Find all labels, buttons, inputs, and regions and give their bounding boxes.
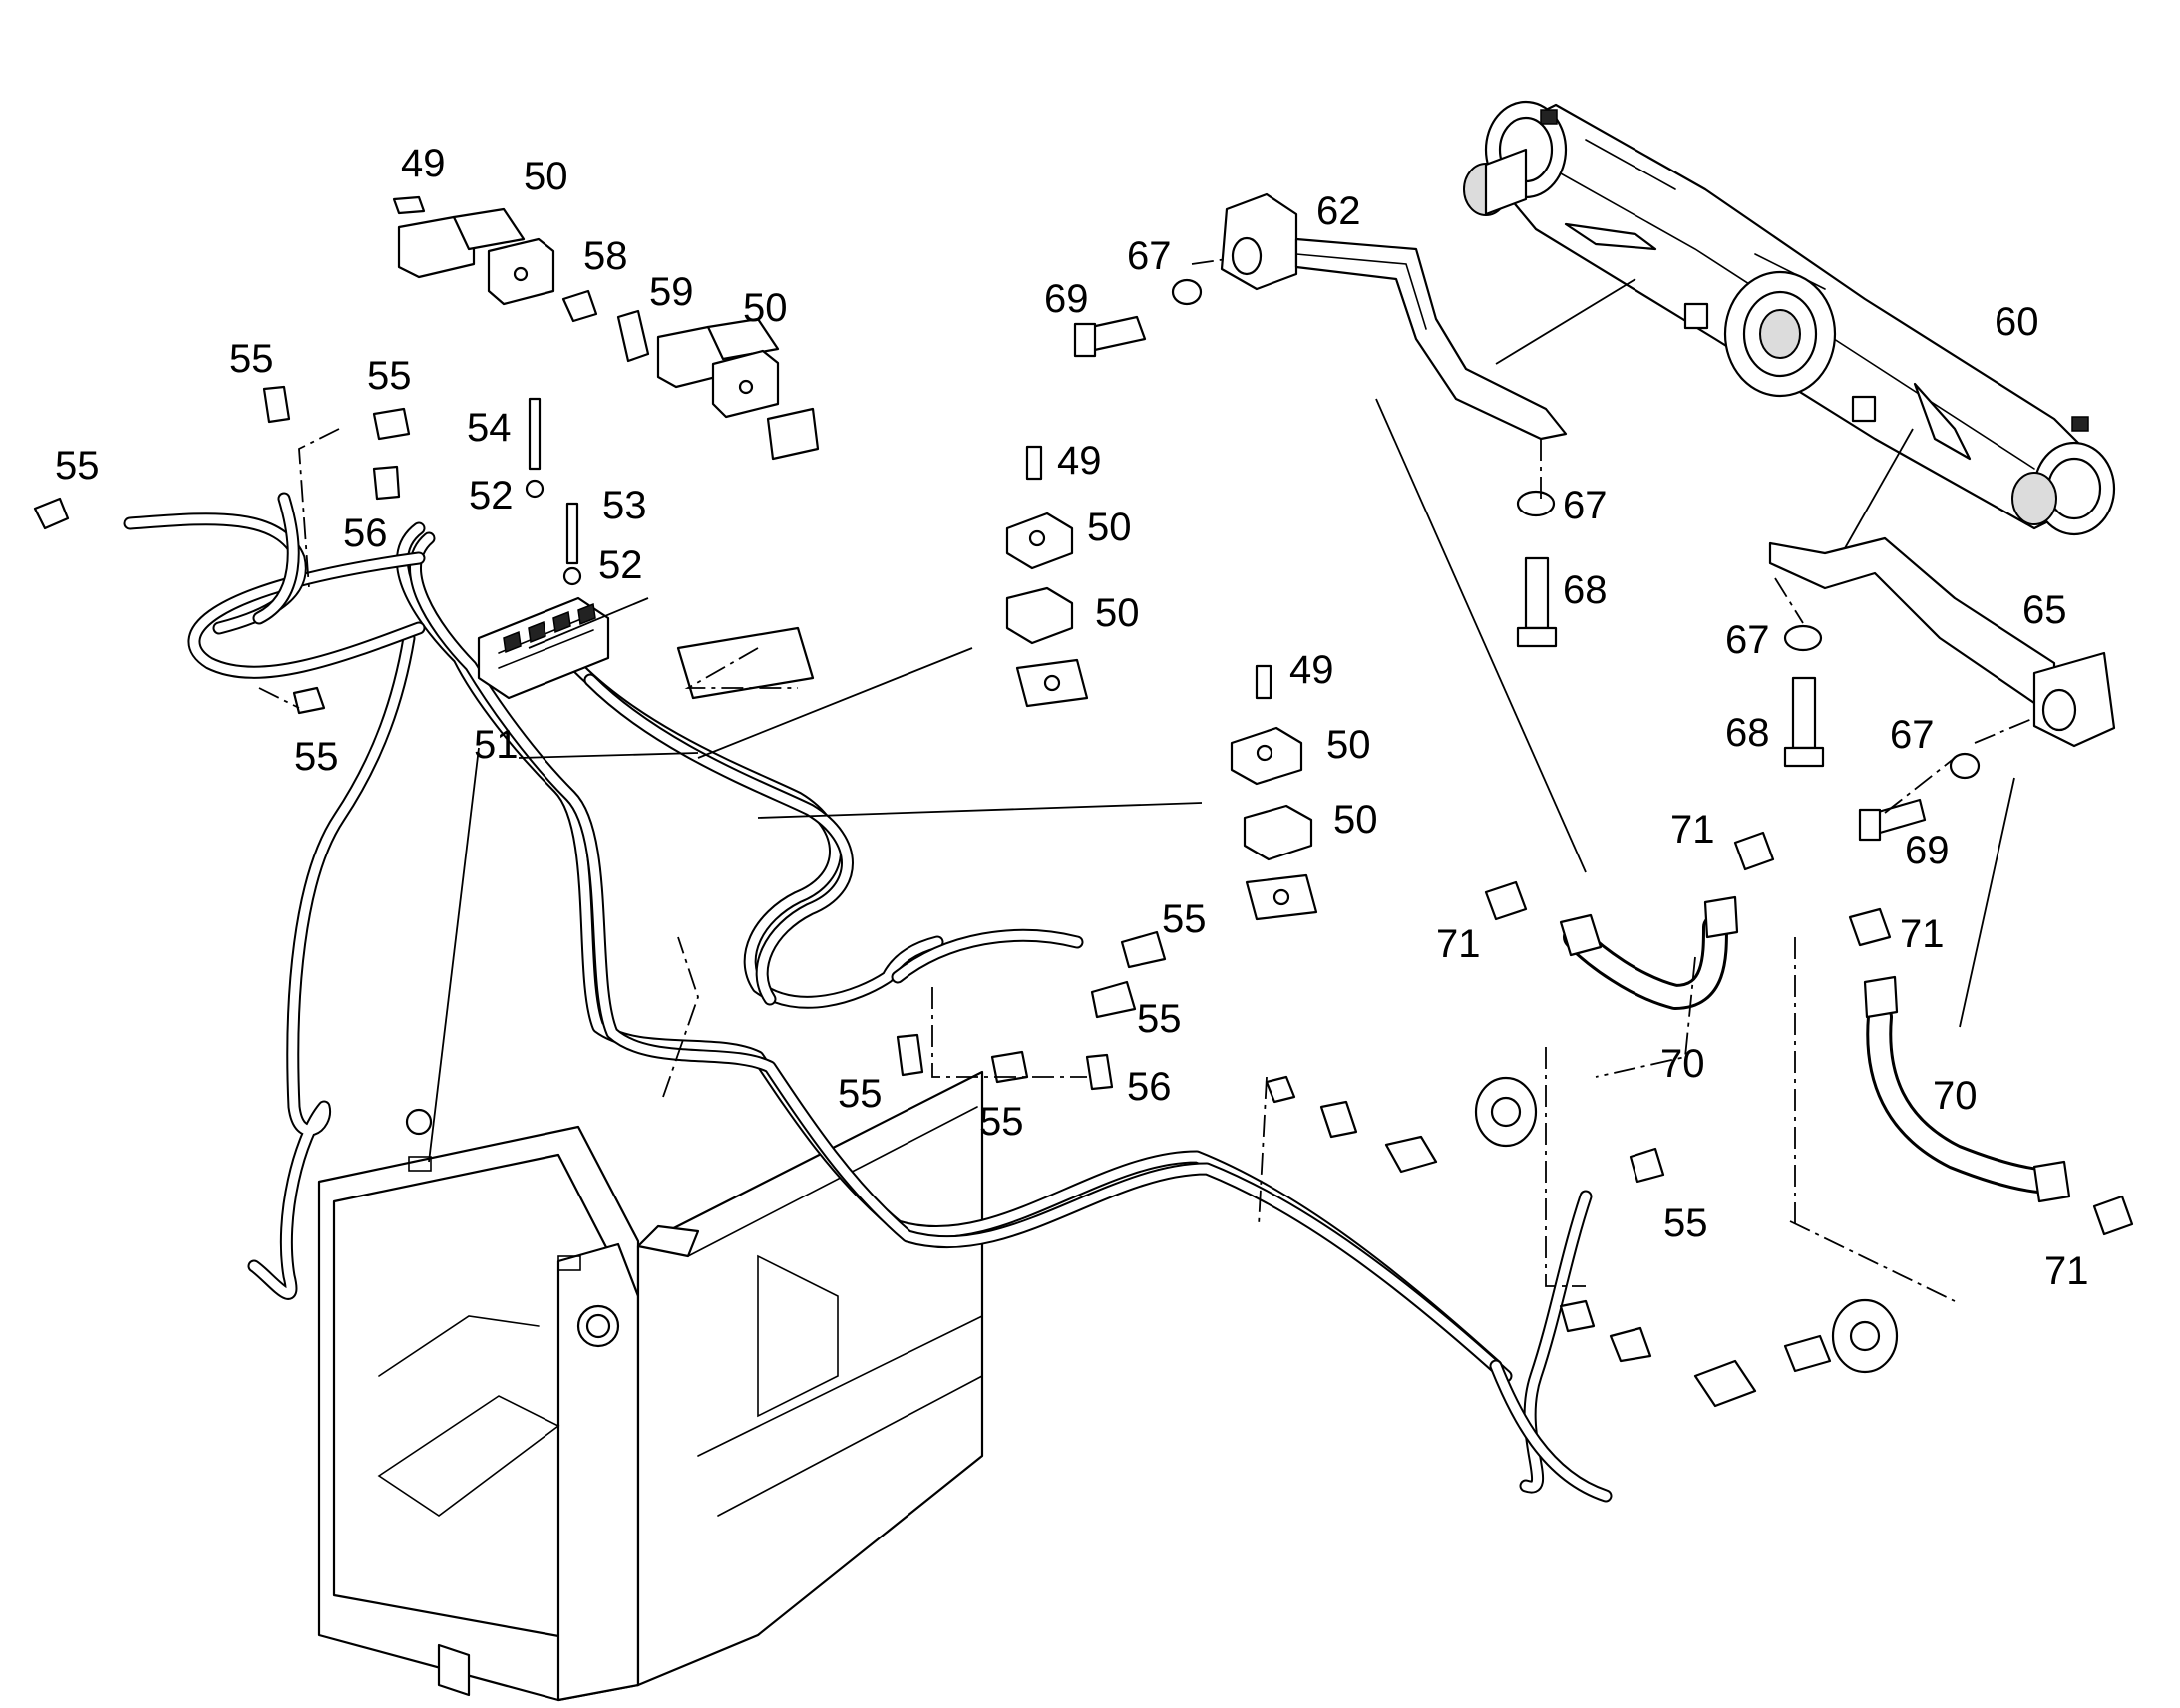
callout-55: 55 xyxy=(367,354,412,398)
callout-68: 68 xyxy=(1563,568,1608,612)
callout-69: 69 xyxy=(1044,277,1089,321)
callout-50: 50 xyxy=(1333,798,1378,842)
callout-56: 56 xyxy=(343,512,388,555)
callout-50: 50 xyxy=(1087,506,1132,549)
callout-67: 67 xyxy=(1725,618,1770,662)
callout-71: 71 xyxy=(1670,808,1715,852)
callout-55: 55 xyxy=(55,444,100,488)
bolts-and-washers xyxy=(525,278,1981,842)
callout-71: 71 xyxy=(1900,912,1945,956)
callout-52: 52 xyxy=(469,474,514,517)
callout-68: 68 xyxy=(1725,711,1770,755)
callout-55: 55 xyxy=(838,1072,883,1116)
axle-60 xyxy=(1463,100,2116,536)
distributor-block xyxy=(477,596,610,700)
clamp-set-right xyxy=(1230,664,1318,921)
callout-67: 67 xyxy=(1127,234,1172,278)
callout-49: 49 xyxy=(401,142,446,185)
callout-56: 56 xyxy=(1127,1065,1172,1109)
callout-67: 67 xyxy=(1563,484,1608,527)
fittings-55-56 xyxy=(33,385,1899,1408)
callout-54: 54 xyxy=(467,406,512,450)
callout-55: 55 xyxy=(1663,1201,1708,1245)
callout-53: 53 xyxy=(602,484,647,527)
stabilizer-arm-65 xyxy=(1768,536,2116,748)
callout-50: 50 xyxy=(743,286,788,330)
leader-lines xyxy=(258,258,2035,1302)
callout-55: 55 xyxy=(1162,897,1207,941)
clamp-set-middle xyxy=(676,445,1089,708)
callout-55: 55 xyxy=(979,1100,1024,1144)
callout-52: 52 xyxy=(598,543,643,587)
callout-58: 58 xyxy=(583,234,628,278)
callout-49: 49 xyxy=(1057,439,1102,483)
callout-60: 60 xyxy=(1995,300,2039,344)
callout-50: 50 xyxy=(1326,723,1371,767)
callout-62: 62 xyxy=(1316,189,1361,233)
callout-70: 70 xyxy=(1933,1074,1978,1118)
callout-labels: 49 50 58 59 50 55 55 55 54 52 53 52 56 5… xyxy=(55,142,2089,1293)
hose-bundle-51 xyxy=(123,492,1613,1503)
callout-55: 55 xyxy=(294,735,339,779)
hose-assembly-70-left xyxy=(1484,831,1775,1010)
callout-50: 50 xyxy=(1095,591,1140,635)
callout-65: 65 xyxy=(2022,588,2067,632)
callout-55: 55 xyxy=(1137,997,1182,1041)
callout-55: 55 xyxy=(229,337,274,381)
callout-51: 51 xyxy=(474,723,519,767)
callout-71: 71 xyxy=(1436,922,1481,966)
callout-69: 69 xyxy=(1905,829,1950,872)
callout-71: 71 xyxy=(2044,1249,2089,1293)
chassis-frame xyxy=(317,1070,984,1702)
hose-assembly-70-right xyxy=(1848,907,2134,1236)
callout-70: 70 xyxy=(1660,1042,1705,1086)
callout-59: 59 xyxy=(649,270,694,314)
callout-49: 49 xyxy=(1289,648,1334,692)
callout-50: 50 xyxy=(524,155,568,198)
callout-67: 67 xyxy=(1890,713,1935,757)
clamp-set-top xyxy=(392,195,820,461)
stabilizer-arm-62 xyxy=(1220,192,1568,441)
